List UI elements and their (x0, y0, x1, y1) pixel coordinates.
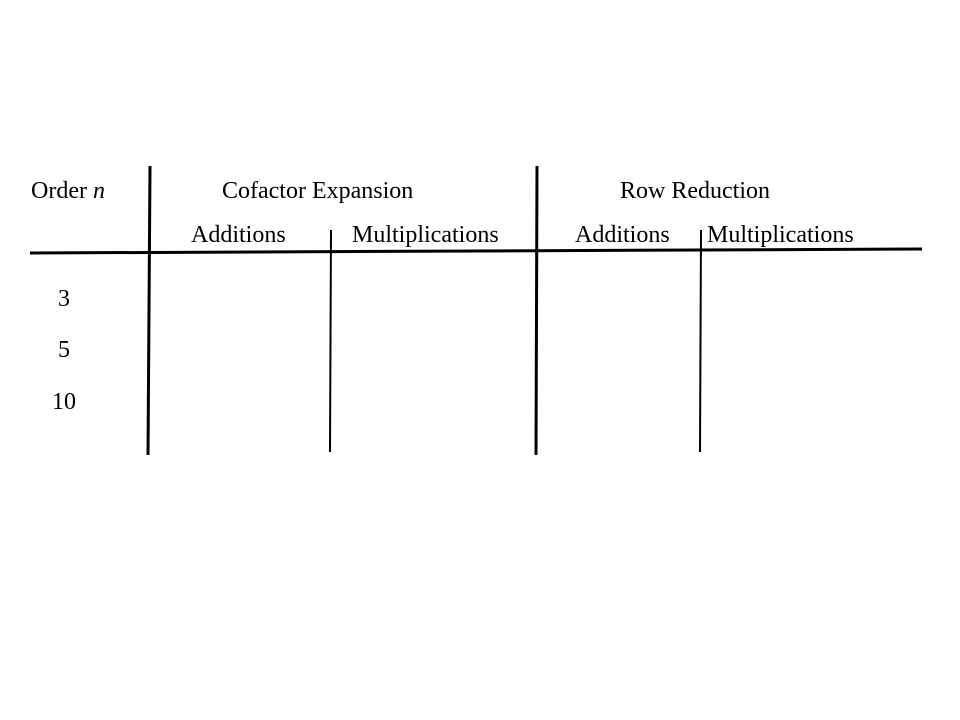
order-variable: n (92, 178, 105, 204)
cofactor-multiplications-heading: Multiplications (352, 222, 499, 248)
rule-after-order (146, 165, 152, 456)
header-rule (29, 247, 923, 255)
order-label: Order (31, 178, 87, 204)
cofactor-additions-heading: Additions (191, 222, 286, 248)
row-additions-heading: Additions (575, 222, 670, 248)
row-multiplications-heading: Multiplications (707, 222, 854, 248)
order-n-heading: Order n (31, 177, 105, 205)
order-value-row-3: 10 (52, 389, 76, 415)
cofactor-expansion-heading: Cofactor Expansion (222, 178, 414, 204)
rule-between-groups (534, 165, 539, 456)
rule-cofactor-split (329, 229, 332, 453)
order-value-row-2: 5 (58, 337, 70, 363)
row-reduction-heading: Row Reduction (620, 178, 770, 204)
order-value-row-1: 3 (58, 286, 70, 312)
rule-row-split (699, 229, 702, 453)
